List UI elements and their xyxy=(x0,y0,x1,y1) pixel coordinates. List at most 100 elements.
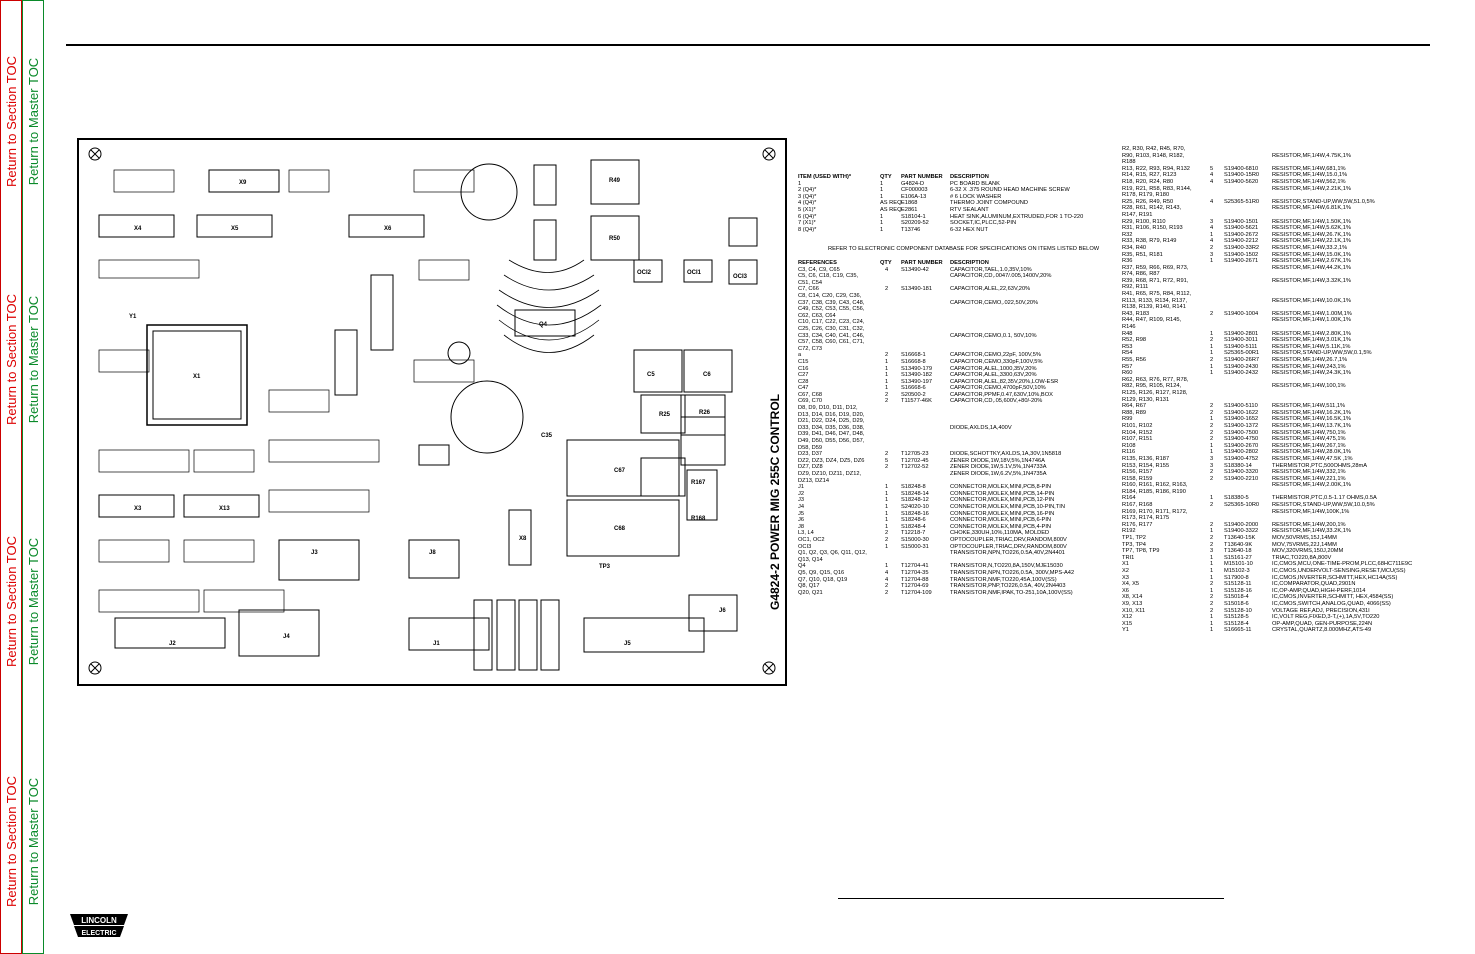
header-rule xyxy=(66,44,1430,46)
qty-cell: 2 xyxy=(885,398,889,405)
description-cell: IC,CMOS,SWITCH,ANALOG,QUAD, 4066(SS) xyxy=(1272,600,1391,607)
part-number-cell: S19400-2802 xyxy=(1224,449,1259,456)
pc-board-layout: X9 X4 X5 X6 X1 X3 X13 X8 R49 R50 R25 R26… xyxy=(77,138,787,686)
qty-cell: 1 xyxy=(1210,350,1214,357)
ref-cell: J1 xyxy=(798,484,805,491)
table-row: R178, R179, R180 xyxy=(1122,192,1442,199)
part-number-cell: T12218-7 xyxy=(901,530,926,537)
description-cell: RESISTOR,MF,1/4W,26.7K,1% xyxy=(1272,231,1351,238)
ref-cell: D8, D9, D10, D11, D12, xyxy=(798,405,858,412)
ref-cell: OC1, OC2 xyxy=(798,536,825,543)
qty-cell: 1 xyxy=(1210,574,1214,581)
description-cell: # 6 LOCK WASHER xyxy=(950,193,1002,200)
board-label-x3: X3 xyxy=(134,506,142,512)
ref-cell: DZ9, DZ10, DZ11, DZ12, xyxy=(798,471,862,477)
ref-cell: Q1, Q2, Q3, Q6, Q11, Q12, xyxy=(798,550,867,557)
board-label-j6: J6 xyxy=(719,608,726,614)
board-label-j2: J2 xyxy=(169,641,176,647)
ref-cell: C72, C73 xyxy=(798,345,823,352)
ref-cell: R90, R103, R148, R182, xyxy=(1122,152,1185,159)
part-number-cell: T11577-46K xyxy=(901,398,932,405)
ref-cell: R167, R168 xyxy=(1122,502,1153,509)
part-number-cell: S19400-7500 xyxy=(1224,429,1259,436)
part-number-cell: S15128-10 xyxy=(1224,607,1252,614)
table-row: R44, R47, R109, R145,RESISTOR,MF,1/4W,1.… xyxy=(1122,317,1442,324)
board-label-c6: C6 xyxy=(703,372,711,378)
ref-cell: R25, R26, R49, R50 xyxy=(1122,198,1174,205)
return-to-master-toc-link[interactable]: Return to Master TOC xyxy=(26,295,42,423)
ref-cell: TP1, TP2 xyxy=(1122,535,1146,542)
description-cell: IC,CMOS,UNDERVOLT-SENSING,RESET,MCU(SS) xyxy=(1272,568,1406,574)
qty-cell: 2 xyxy=(885,583,889,590)
part-number-cell: S18248-6 xyxy=(901,517,926,524)
return-to-section-toc-link[interactable]: Return to Section TOC xyxy=(4,55,20,187)
qty-cell: 1 xyxy=(1210,231,1214,238)
return-to-section-toc-link[interactable]: Return to Section TOC xyxy=(4,293,20,425)
board-label-tp3: TP3 xyxy=(599,564,611,570)
return-to-section-toc-link[interactable]: Return to Section TOC xyxy=(4,775,20,907)
return-to-master-toc-link[interactable]: Return to Master TOC xyxy=(26,777,42,905)
ref-cell: Q7, Q10, Q18, Q19 xyxy=(798,576,848,583)
description-cell: RESISTOR,STAND-UP,WW,5W,10.0,5% xyxy=(1272,502,1375,509)
ref-cell: Q8, Q17 xyxy=(798,583,820,590)
description-cell: RESISTOR,STAND-UP,WW,5W,0.1,5% xyxy=(1272,350,1372,357)
return-to-section-toc-link[interactable]: Return to Section TOC xyxy=(4,535,20,667)
description-cell: CAPACITOR,TAEL,1.0,35V,10% xyxy=(950,266,1032,273)
ref-cell: R60 xyxy=(1122,370,1133,377)
ref-cell: X1 xyxy=(1122,561,1129,568)
part-number-cell: T13746 xyxy=(901,226,921,233)
ref-cell: R173, R174, R175 xyxy=(1122,515,1170,522)
part-number-cell: S18248-14 xyxy=(901,490,929,497)
description-cell: RESISTOR,MF,1/4W,267,1% xyxy=(1272,442,1346,449)
table-row: DZ13, DZ14 xyxy=(798,478,1118,485)
qty-cell: 1 xyxy=(1210,343,1214,350)
qty-cell: 2 xyxy=(1210,244,1214,251)
table-row: C57, C58, C60, C61, C71, xyxy=(798,339,1118,346)
board-label-c68: C68 xyxy=(614,526,626,532)
part-number-cell: S19400-2000 xyxy=(1224,521,1259,528)
table-row: C5, C6, C18, C19, C35,CAPACITOR,CD,.0047… xyxy=(798,273,1118,280)
description-cell: TRANSISTOR,PNP,TO226,0.5A, 40V,2N4403 xyxy=(950,583,1066,590)
description-cell: RESISTOR,MF,1/4W,3.32K,1% xyxy=(1272,277,1351,284)
ref-cell: R99 xyxy=(1122,416,1133,423)
description-cell: RESISTOR,MF,1/4W,1.00K,1% xyxy=(1272,317,1351,324)
qty-cell: 2 xyxy=(1210,422,1214,429)
description-cell: 6-32 HEX NUT xyxy=(950,226,988,233)
qty-cell: 2 xyxy=(1210,310,1214,317)
part-number-cell: S19400-2672 xyxy=(1224,231,1259,238)
description-cell: RESISTOR,MF,1/4W,10.0K,1% xyxy=(1272,297,1351,304)
qty-cell: 1 xyxy=(1210,330,1214,337)
board-label-oci1: OCI1 xyxy=(687,270,702,276)
part-number-cell: S17900-8 xyxy=(1224,574,1249,581)
qty-cell: 1 xyxy=(1210,258,1214,265)
part-number-cell: S19400-2432 xyxy=(1224,370,1259,377)
ref-cell: TRI1 xyxy=(1122,554,1135,561)
board-label-c35: C35 xyxy=(541,433,553,439)
ref-cell: R169, R170, R171, R172, xyxy=(1122,508,1188,515)
part-number-cell: T12702-52 xyxy=(901,464,929,471)
return-to-master-toc-link[interactable]: Return to Master TOC xyxy=(26,57,42,185)
table-row: R39, R68, R71, R72, R91,RESISTOR,MF,1/4W… xyxy=(1122,278,1442,285)
description-cell: IC,CMOS,INVERTER,SCHMITT,HEX,HC14A(SS) xyxy=(1272,574,1398,581)
board-label-r49: R49 xyxy=(609,178,621,184)
description-cell: RESISTOR,MF,1/4W,13.7K,1% xyxy=(1272,422,1351,429)
ref-cell: R37, R59, R66, R69, R73, xyxy=(1122,264,1189,271)
board-label-x1: X1 xyxy=(193,374,201,380)
return-to-master-toc-link[interactable]: Return to Master TOC xyxy=(26,537,42,665)
